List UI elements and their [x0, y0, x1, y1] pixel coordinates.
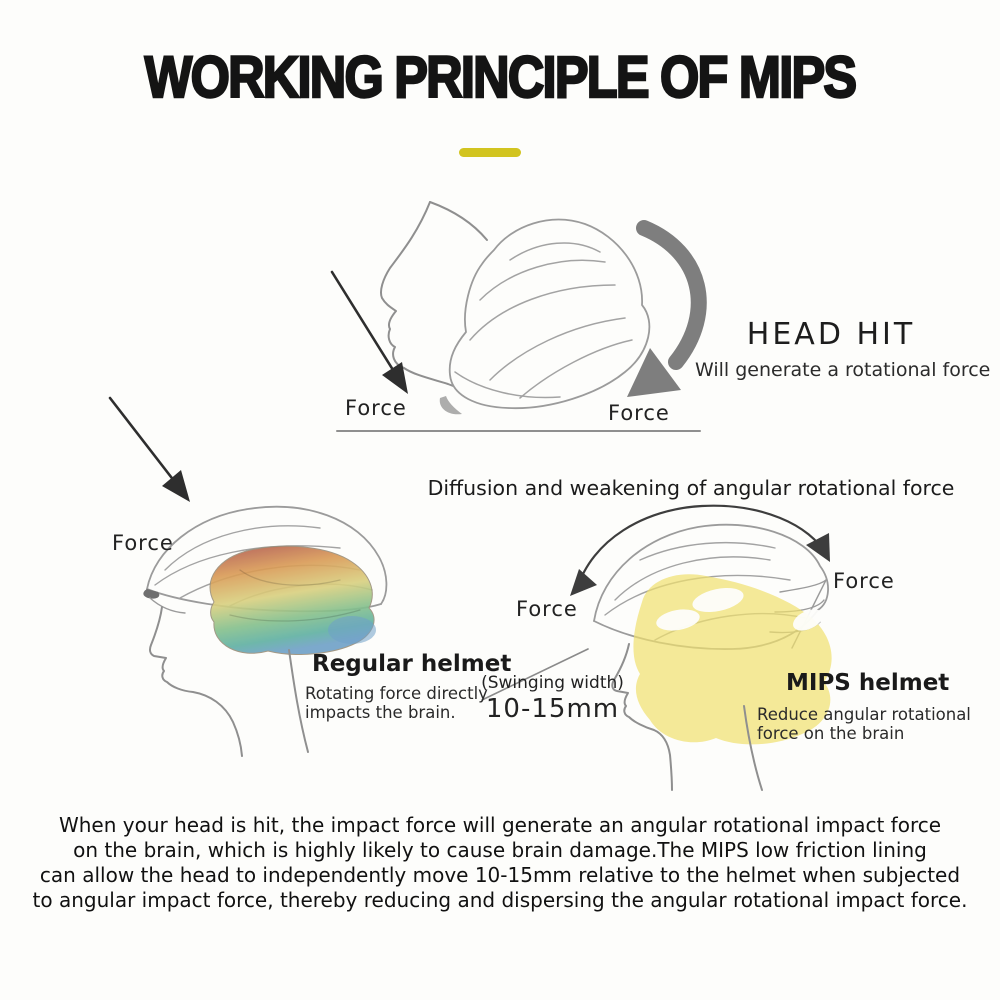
regular-helmet-desc-line1: Rotating force directly [305, 684, 488, 703]
mips-helmet-desc: Reduce angular rotational force on the b… [757, 705, 971, 743]
impact-force-arrow-icon [330, 270, 408, 394]
regular-helmet-desc-line2: impacts the brain. [305, 703, 456, 722]
explanation-line1: When your head is hit, the impact force … [58, 813, 942, 837]
head-hit-caption: HEAD HIT Will generate a rotational forc… [695, 317, 991, 381]
mips-helmet-illustration [481, 504, 832, 791]
explanation-line3: can allow the head to independently move… [39, 863, 961, 887]
regular-force-label: Force [112, 531, 174, 555]
swing-width-value: 10-15mm [485, 694, 620, 724]
head-hit-illustration [330, 201, 707, 432]
regular-helmet-desc: Rotating force directly impacts the brai… [305, 684, 488, 722]
explanation-line4: to angular impact force, thereby reducin… [32, 888, 968, 912]
top-force-left-label: Force [345, 396, 407, 420]
swing-width-label: (Swinging width) [481, 673, 624, 693]
rotational-force-arrow-icon [627, 220, 707, 397]
head-hit-subtitle: Will generate a rotational force [695, 359, 991, 381]
swing-rotation-arrow-icon [570, 504, 830, 596]
title-accent-dash [459, 148, 521, 157]
diffusion-heading: Diffusion and weakening of angular rotat… [427, 476, 955, 500]
mips-liner-highlight [633, 574, 832, 745]
brain-impact-heatmap [209, 545, 376, 655]
regular-helmet-name: Regular helmet [312, 651, 512, 677]
swing-width-pointer-line [481, 648, 589, 701]
mips-helmet-desc-line2: force on the brain [757, 724, 905, 743]
top-force-right-label: Force [608, 401, 670, 425]
explanation-line2: on the brain, which is highly likely to … [73, 838, 927, 862]
mips-force-right-label: Force [833, 569, 895, 593]
explanation-paragraph: When your head is hit, the impact force … [20, 813, 980, 913]
mips-helmet-desc-line1: Reduce angular rotational [757, 705, 971, 724]
mips-force-left-label: Force [516, 597, 578, 621]
page-title: WORKING PRINCIPLE OF MIPS [144, 44, 858, 111]
helmet-shell-top [448, 218, 651, 410]
head-hit-title: HEAD HIT [746, 317, 916, 352]
regular-force-arrow-icon [108, 396, 190, 502]
mips-helmet-name: MIPS helmet [786, 670, 950, 696]
regular-helmet-illustration [108, 396, 388, 757]
